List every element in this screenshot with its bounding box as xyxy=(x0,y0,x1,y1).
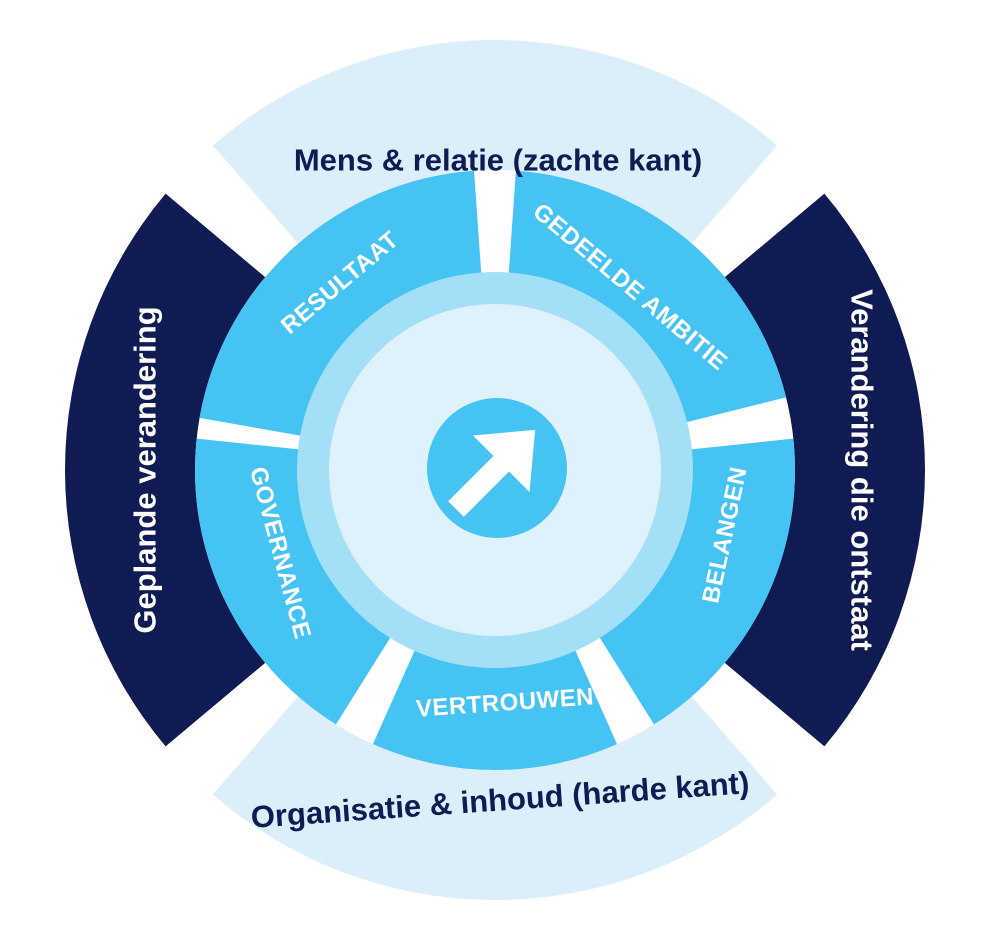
outer-label-left: Geplande verandering xyxy=(128,306,163,633)
inner-segment-vertrouwen xyxy=(372,643,618,771)
outer-label-right: Verandering die ontstaat xyxy=(845,289,880,651)
outer-segment-left xyxy=(65,193,266,747)
outer-segment-right xyxy=(724,193,925,747)
outer-label-top: Mens & relatie (zachte kant) xyxy=(294,143,702,178)
inner-segment-gedeelde-ambitie xyxy=(508,170,787,425)
arrow-up-right-icon xyxy=(427,398,567,538)
outer-segment-bottom xyxy=(212,696,778,900)
inner-segment-governance xyxy=(194,438,395,725)
inner-segment-resultaat xyxy=(199,170,482,438)
outer-ring xyxy=(65,39,925,900)
inner-segment-belangen xyxy=(595,438,795,725)
outer-segment-top xyxy=(212,39,778,244)
inner-ring xyxy=(194,170,795,771)
